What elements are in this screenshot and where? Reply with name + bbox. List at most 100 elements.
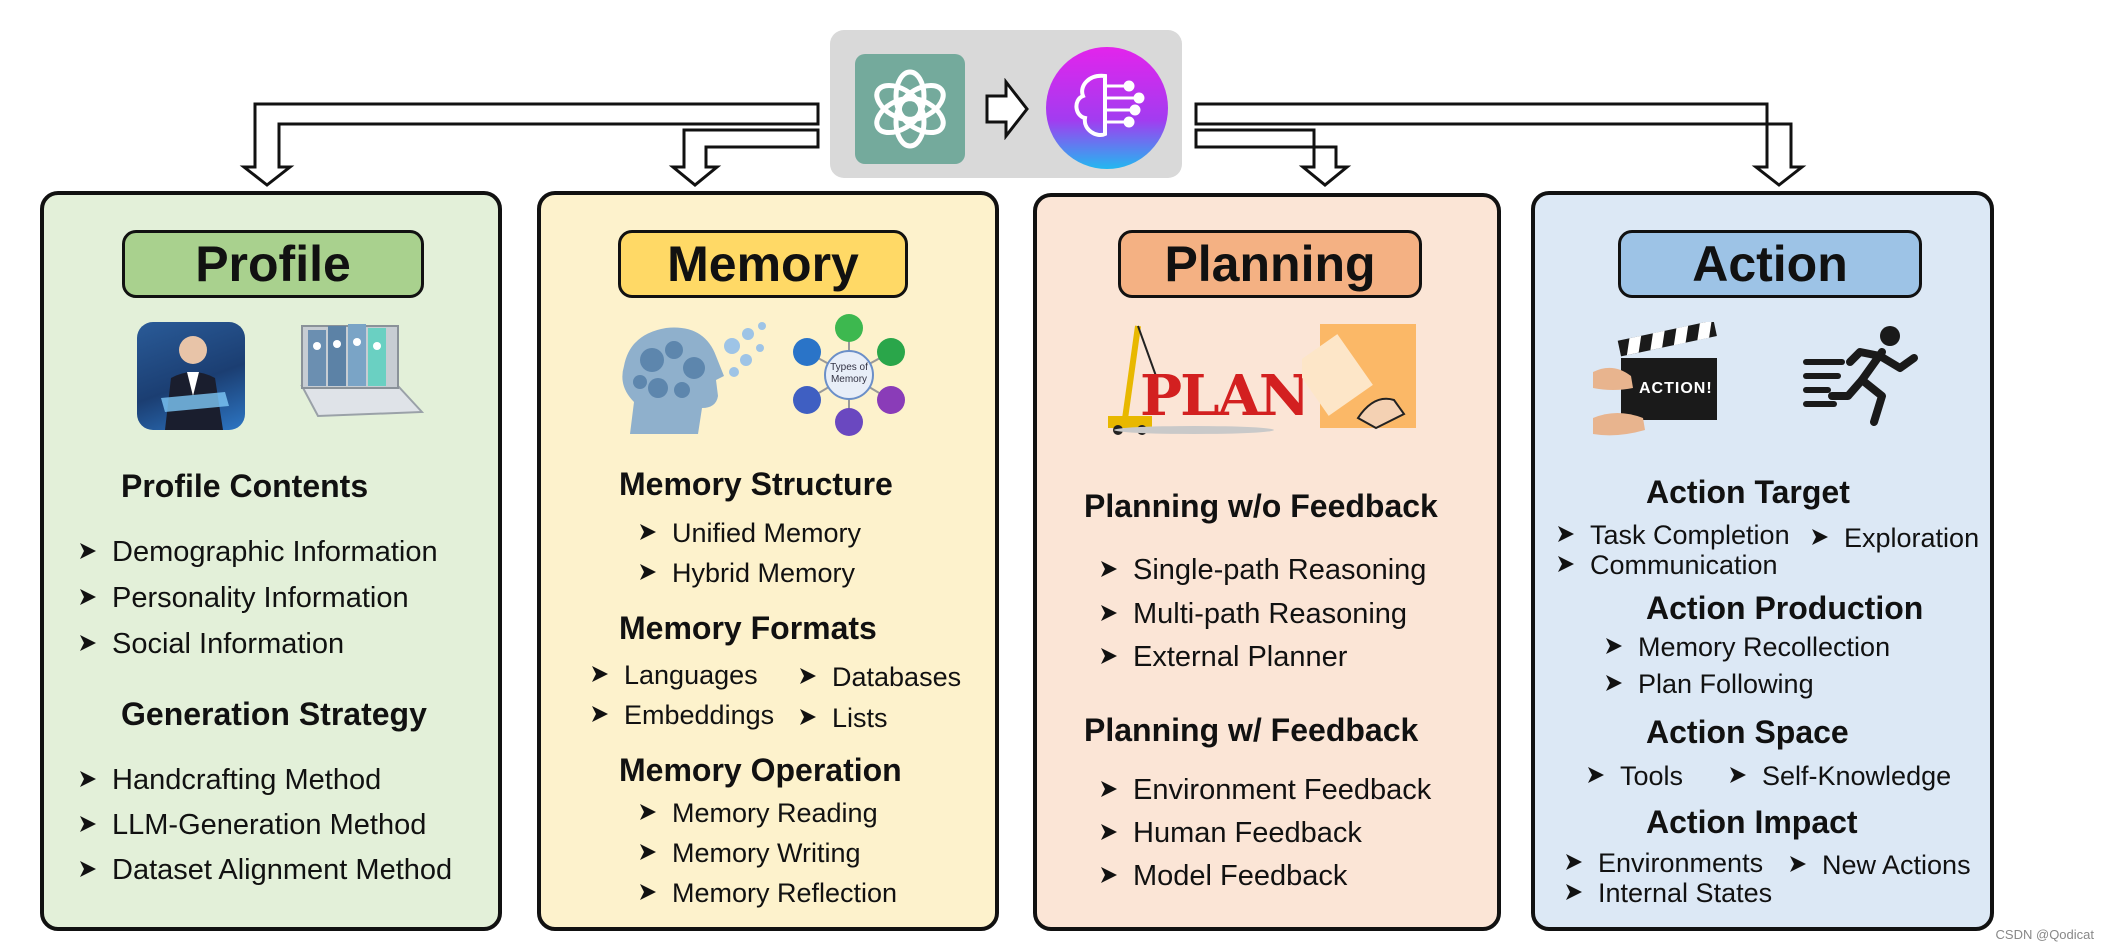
planning-panel bbox=[1033, 193, 1501, 931]
bullet-arrow-icon bbox=[592, 666, 608, 682]
bullet-arrow-icon bbox=[1101, 824, 1117, 840]
action-panel bbox=[1531, 191, 1994, 931]
bullet-arrow-icon bbox=[640, 524, 656, 540]
plan-word: PLAN bbox=[1140, 363, 1310, 429]
list-item: New Actions bbox=[1790, 850, 1971, 881]
bullet-arrow-icon bbox=[1101, 561, 1117, 577]
list-item: Memory Reading bbox=[640, 798, 878, 829]
types-of-memory-diagram-icon: Types of Memory bbox=[790, 312, 908, 438]
list-item: Dataset Alignment Method bbox=[80, 854, 452, 887]
list-item: Hybrid Memory bbox=[640, 558, 855, 589]
list-item: Tools bbox=[1588, 761, 1683, 792]
profile-section-heading: Profile Contents bbox=[121, 468, 369, 504]
list-item: Model Feedback bbox=[1101, 860, 1347, 893]
businessman-tablet-icon bbox=[137, 322, 245, 430]
paper-hand-icon bbox=[1302, 318, 1420, 430]
list-item: Embeddings bbox=[592, 700, 774, 731]
action-title: Action bbox=[1618, 230, 1922, 298]
action-section-heading: Action Target bbox=[1646, 474, 1850, 510]
arrow-to-memory bbox=[668, 128, 820, 187]
list-item: Databases bbox=[800, 662, 961, 693]
bullet-arrow-icon bbox=[1730, 767, 1746, 783]
bullet-arrow-icon bbox=[80, 816, 96, 832]
list-item: Single-path Reasoning bbox=[1101, 554, 1426, 587]
bullet-arrow-icon bbox=[592, 706, 608, 722]
list-item: Memory Writing bbox=[640, 838, 861, 869]
bullet-arrow-icon bbox=[80, 589, 96, 605]
action-section-heading: Action Impact bbox=[1646, 804, 1858, 840]
list-item: Environment Feedback bbox=[1101, 774, 1431, 807]
list-item: Environments bbox=[1566, 848, 1763, 879]
bullet-arrow-icon bbox=[1588, 767, 1604, 783]
list-item: Memory Recollection bbox=[1606, 632, 1890, 663]
bullet-arrow-icon bbox=[1101, 648, 1117, 664]
action-section-heading: Action Space bbox=[1646, 714, 1849, 750]
list-item: External Planner bbox=[1101, 641, 1347, 674]
running-person-icon bbox=[1802, 322, 1920, 428]
bullet-arrow-icon bbox=[1566, 884, 1582, 900]
list-item: Exploration bbox=[1812, 523, 1979, 554]
clapperboard-icon: ACTION! bbox=[1593, 322, 1725, 440]
ai-brain-circuit-icon bbox=[1045, 46, 1169, 170]
list-item: Lists bbox=[800, 703, 888, 734]
memory-panel bbox=[537, 191, 999, 931]
bullet-arrow-icon bbox=[1101, 867, 1117, 883]
bullet-arrow-icon bbox=[1606, 675, 1622, 691]
list-item: Languages bbox=[592, 660, 758, 691]
arrow-to-profile bbox=[239, 102, 820, 187]
bullet-arrow-icon bbox=[1101, 781, 1117, 797]
bullet-arrow-icon bbox=[80, 771, 96, 787]
planning-title: Planning bbox=[1118, 230, 1422, 298]
bullet-arrow-icon bbox=[1606, 638, 1622, 654]
bullet-arrow-icon bbox=[80, 543, 96, 559]
watermark: CSDN @Qodicat bbox=[1995, 927, 2094, 942]
bullet-arrow-icon bbox=[1558, 556, 1574, 572]
clapper-text: ACTION! bbox=[1639, 380, 1713, 397]
list-item: Human Feedback bbox=[1101, 817, 1362, 850]
bullet-arrow-icon bbox=[80, 861, 96, 877]
bullet-arrow-icon bbox=[640, 844, 656, 860]
list-item: Internal States bbox=[1566, 878, 1772, 909]
bullet-arrow-icon bbox=[1790, 856, 1806, 872]
bullet-arrow-icon bbox=[80, 635, 96, 651]
arrow-to-planning bbox=[1194, 128, 1352, 187]
list-item: Communication bbox=[1558, 550, 1778, 581]
bullet-arrow-icon bbox=[1566, 854, 1582, 870]
list-item: Demographic Information bbox=[80, 536, 438, 569]
list-item: Personality Information bbox=[80, 582, 409, 615]
bullet-arrow-icon bbox=[1812, 529, 1828, 545]
bullet-arrow-icon bbox=[800, 709, 816, 725]
bullet-arrow-icon bbox=[640, 884, 656, 900]
list-item: Social Information bbox=[80, 628, 344, 661]
crane-plan-icon: PLAN bbox=[1094, 316, 1310, 436]
list-item: LLM-Generation Method bbox=[80, 809, 426, 842]
list-item: Task Completion bbox=[1558, 520, 1790, 551]
list-item: Unified Memory bbox=[640, 518, 861, 549]
bullet-arrow-icon bbox=[640, 804, 656, 820]
memory-section-heading: Memory Structure bbox=[619, 466, 893, 502]
memory-section-heading: Memory Formats bbox=[619, 610, 877, 646]
outline-right-arrow-icon bbox=[984, 78, 1030, 140]
list-item: Plan Following bbox=[1606, 669, 1814, 700]
profile-section-heading: Generation Strategy bbox=[121, 696, 427, 732]
diagram-center-label: Types of Memory bbox=[830, 362, 868, 385]
list-item: Self-Knowledge bbox=[1730, 761, 1951, 792]
planning-section-heading: Planning w/ Feedback bbox=[1084, 712, 1419, 748]
openai-logo-icon bbox=[855, 54, 965, 164]
gear-head-icon bbox=[612, 316, 770, 438]
list-item: Multi-path Reasoning bbox=[1101, 598, 1407, 631]
bullet-arrow-icon bbox=[640, 564, 656, 580]
bullet-arrow-icon bbox=[1558, 526, 1574, 542]
profile-title: Profile bbox=[122, 230, 424, 298]
bullet-arrow-icon bbox=[1101, 605, 1117, 621]
memory-section-heading: Memory Operation bbox=[619, 752, 902, 788]
memory-title: Memory bbox=[618, 230, 908, 298]
action-section-heading: Action Production bbox=[1646, 590, 1924, 626]
bullet-arrow-icon bbox=[800, 668, 816, 684]
arrow-to-action bbox=[1194, 102, 1807, 187]
profile-panel bbox=[40, 191, 502, 931]
list-item: Memory Reflection bbox=[640, 878, 897, 909]
planning-section-heading: Planning w/o Feedback bbox=[1084, 488, 1438, 524]
laptop-binders-icon bbox=[294, 316, 424, 426]
